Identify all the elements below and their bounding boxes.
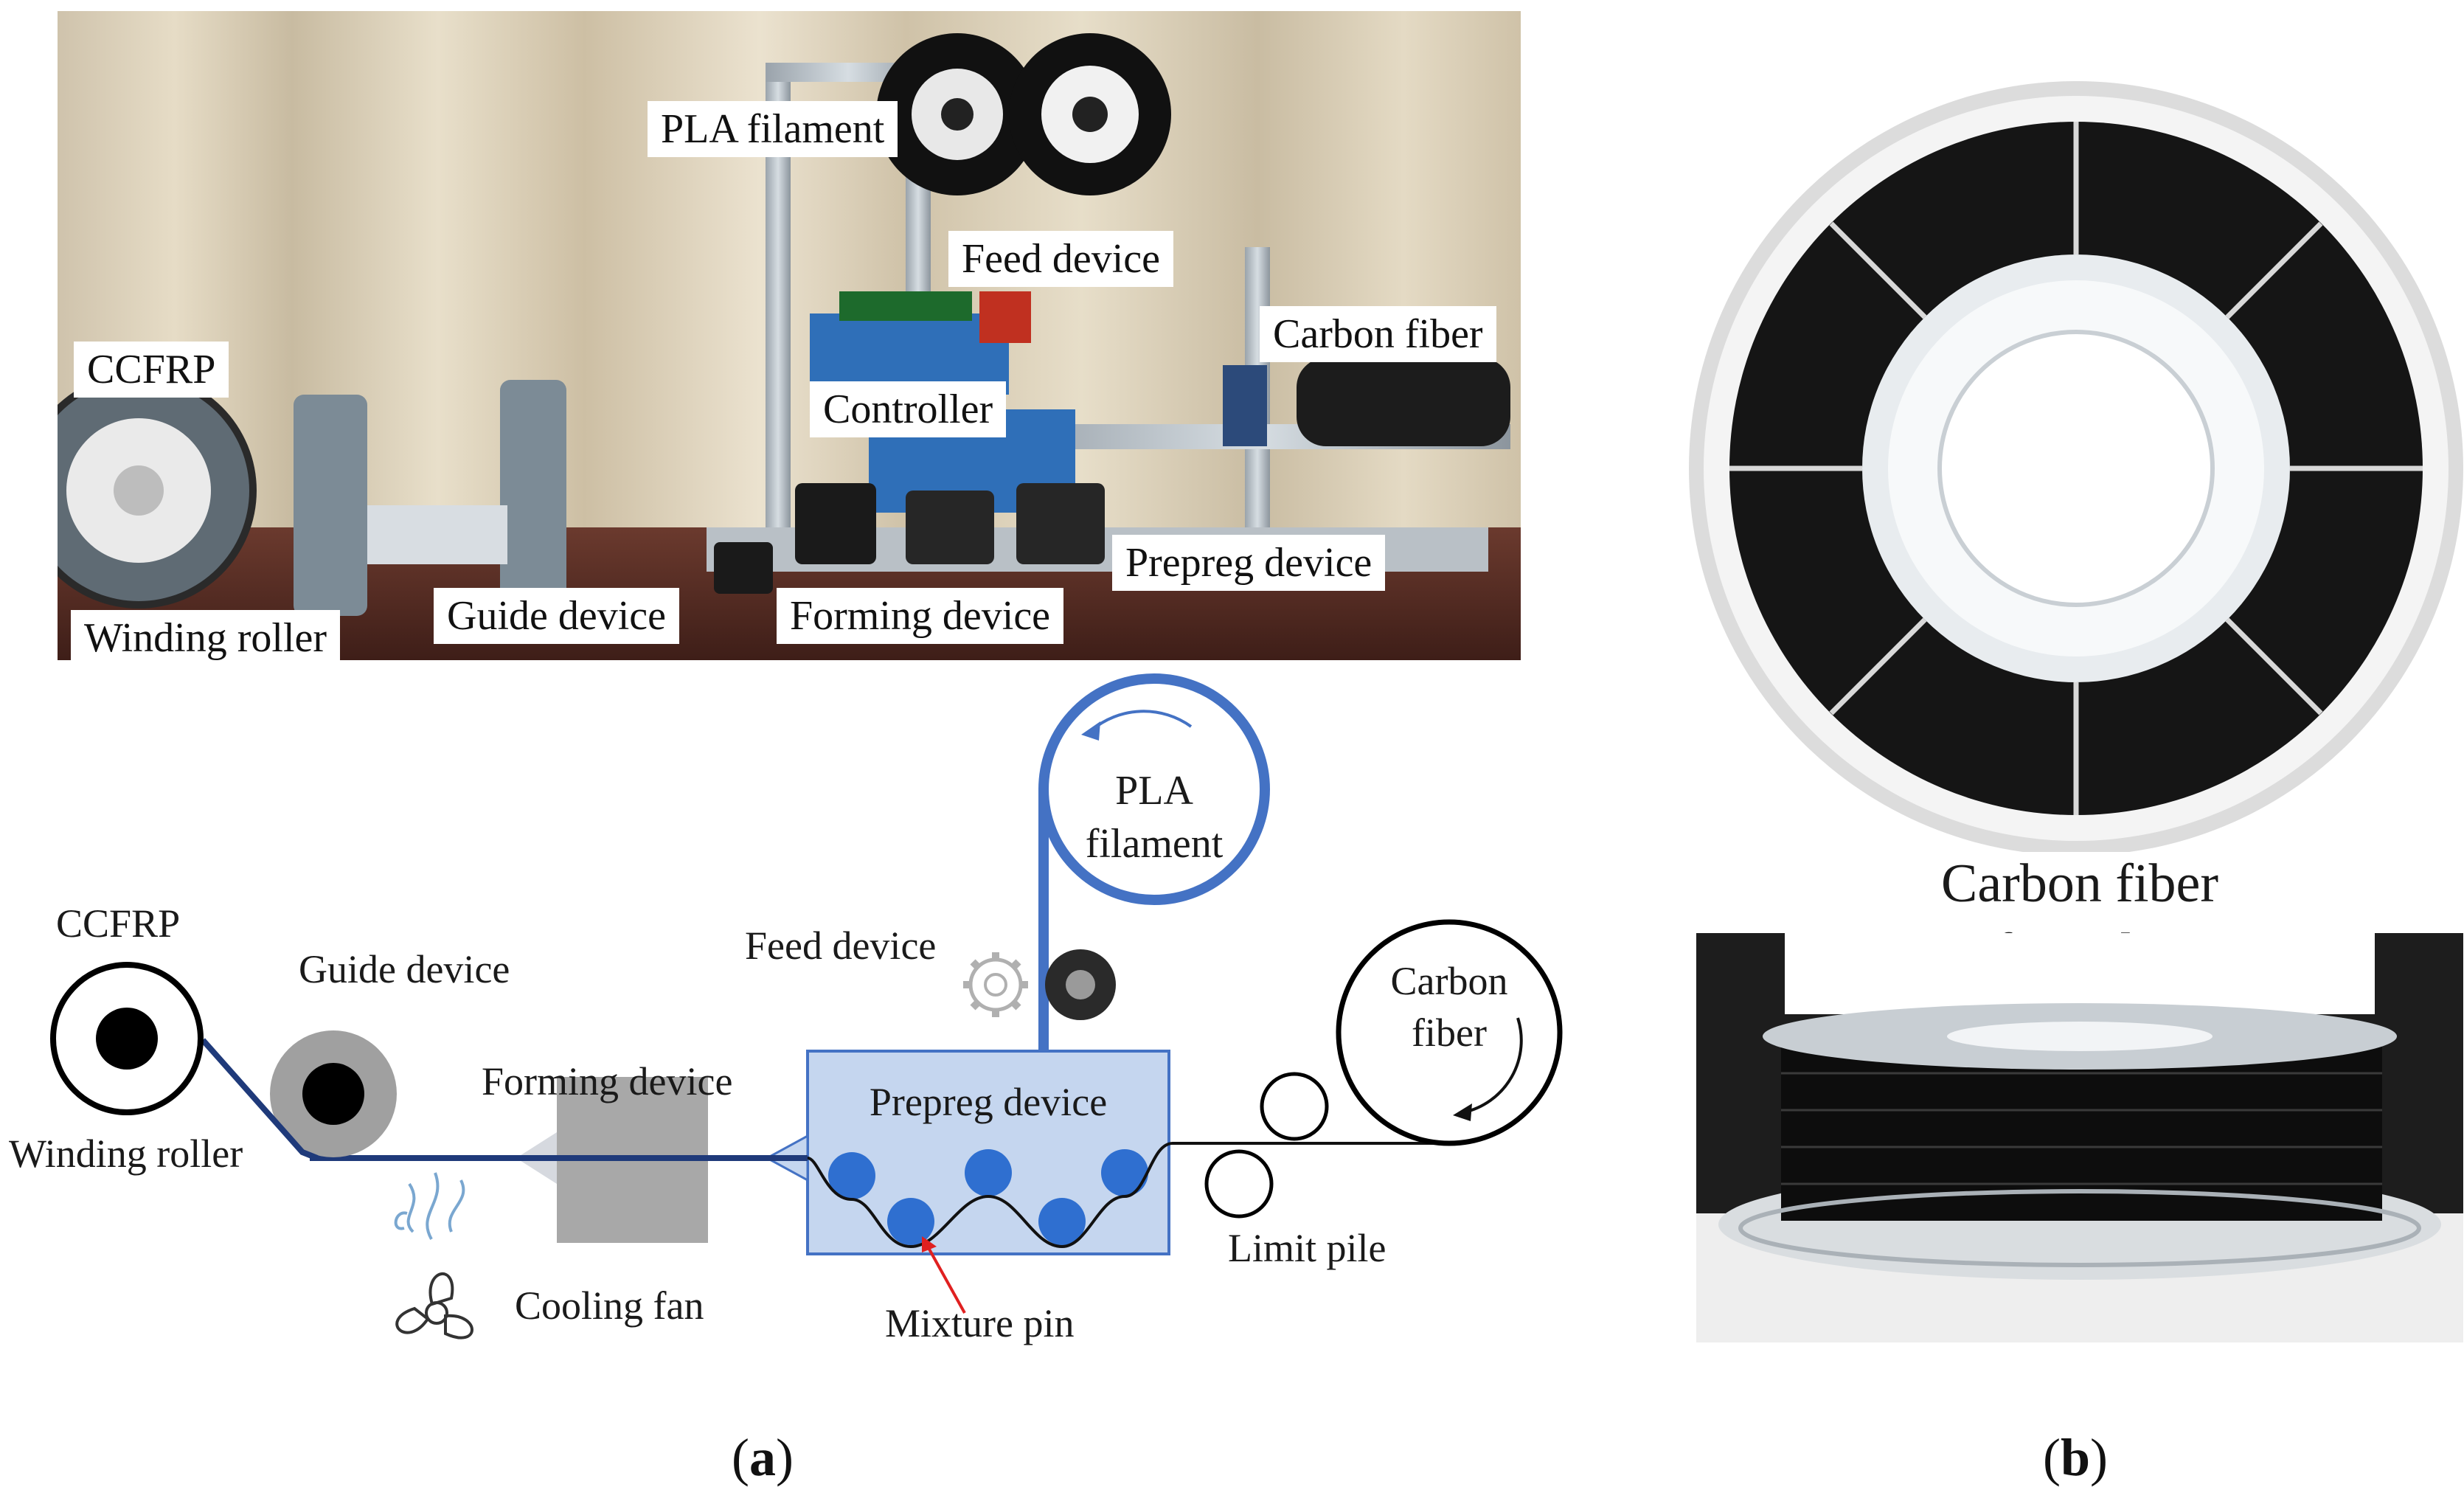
photo-label-controller: Controller — [810, 381, 1007, 437]
schem-label-pla-line1: PLA — [1115, 768, 1193, 814]
mixture-pin — [887, 1198, 934, 1245]
photo-label-winding-roller: Winding roller — [71, 610, 340, 660]
caption-a: (a) — [732, 1427, 794, 1489]
pla-rotation-arrow — [1090, 710, 1193, 732]
feed-roller-core — [1066, 970, 1095, 999]
carbon-rotation-arrowhead — [1453, 1103, 1472, 1121]
spool-top-illustration — [1674, 70, 2464, 852]
photo-label-prepreg-device: Prepreg device — [1112, 535, 1386, 591]
winding-line — [201, 1038, 319, 1161]
caption-a-letter: a — [749, 1428, 776, 1487]
limit-pile — [1204, 1149, 1274, 1219]
schem-label-feed-device: Feed device — [745, 923, 936, 968]
limit-pile — [1260, 1072, 1329, 1141]
process-schematic: PLA filament Feed device Carbon fiber CC… — [9, 673, 1563, 1345]
guide-device-core — [302, 1063, 364, 1125]
caption-a-open: ( — [732, 1428, 749, 1487]
schem-label-winding-roller: Winding roller — [9, 1132, 243, 1176]
schem-label-limit-pile: Limit pile — [1228, 1226, 1386, 1270]
pla-rotation-arrowhead — [1081, 721, 1100, 741]
spool-side-photo — [1696, 933, 2463, 1342]
caption-b-close: ) — [2090, 1428, 2109, 1487]
winding-roller-core — [96, 1008, 158, 1070]
schem-label-forming-device: Forming device — [482, 1059, 732, 1103]
photo-label-pla-filament: PLA filament — [648, 101, 898, 157]
photo-label-ccfrp: CCFRP — [74, 342, 229, 398]
photo-label-feed-device: Feed device — [948, 231, 1173, 287]
schem-label-prepreg-device: Prepreg device — [870, 1080, 1107, 1124]
airflow-icon — [394, 1172, 465, 1240]
mixture-pin-arrowhead — [922, 1236, 937, 1252]
schem-label-cooling-fan: Cooling fan — [515, 1283, 704, 1328]
schem-label-mixture-pin: Mixture pin — [885, 1301, 1074, 1345]
caption-b-letter: b — [2060, 1428, 2091, 1487]
schem-label-pla-line2: filament — [1086, 821, 1224, 867]
mixture-pin — [1038, 1198, 1086, 1245]
carbon-rotation-arrow — [1463, 1017, 1523, 1114]
mixture-pin-arrow — [926, 1246, 966, 1314]
schem-label-guide-device: Guide device — [299, 947, 510, 991]
caption-b-open: ( — [2043, 1428, 2061, 1487]
spool-top-photo — [1674, 70, 2464, 852]
schem-label-ccfrp: CCFRP — [56, 901, 180, 946]
schem-label-carbon-line1: Carbon — [1391, 959, 1508, 1003]
spool-side-illustration — [1696, 933, 2463, 1342]
cooling-fan-icon — [395, 1272, 473, 1340]
mixture-pin — [1101, 1149, 1148, 1196]
mixture-pin — [965, 1149, 1012, 1196]
mixture-pin — [828, 1152, 875, 1199]
setup-photo: PLA filament Feed device Carbon fiber CC… — [58, 11, 1521, 660]
caption-b: (b) — [2043, 1427, 2108, 1489]
panel-b-label-line1: Carbon fiber — [1941, 853, 2218, 914]
feed-gear-icon — [963, 952, 1028, 1017]
photo-label-forming-device: Forming device — [777, 588, 1064, 644]
fiber-path-in-prepreg — [807, 1142, 1449, 1249]
caption-a-close: ) — [775, 1428, 794, 1487]
photo-label-guide-device: Guide device — [434, 588, 679, 644]
photo-label-carbon-fiber: Carbon fiber — [1260, 306, 1496, 362]
schem-label-carbon-line2: fiber — [1412, 1011, 1487, 1055]
